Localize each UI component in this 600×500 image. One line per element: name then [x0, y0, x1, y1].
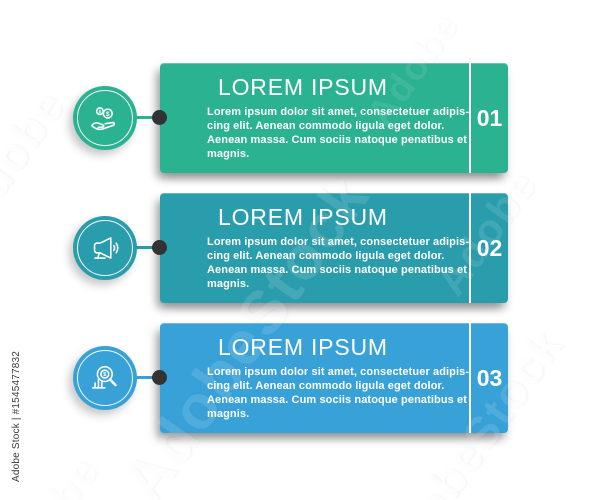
- stock-credit-text: Adobe Stock | #1545477832: [11, 350, 22, 482]
- connector-line: [136, 246, 164, 249]
- svg-text:$: $: [106, 111, 110, 118]
- divider-line: [469, 63, 471, 173]
- step-3-body: Lorem ipsum dolor sit amet, consectetuer…: [207, 365, 508, 421]
- body-line: Aenean massa. Cum sociis natoque penatib…: [207, 134, 468, 146]
- step-2-title: LOREM IPSUM: [218, 204, 388, 230]
- step-1-card: LOREM IPSUM Lorem ipsum dolor sit amet, …: [160, 63, 508, 173]
- step-3-icon-badge: $: [73, 346, 137, 410]
- body-line: Aenean massa. Cum sociis natoque penatib…: [207, 264, 468, 276]
- hand-coins-icon: $ $: [91, 107, 116, 131]
- search-analytics-icon: $: [91, 365, 117, 389]
- body-line: Lorem ipsum dolor sit amet, consectetuer…: [207, 366, 470, 378]
- svg-text:$: $: [103, 372, 107, 378]
- step-3-title: LOREM IPSUM: [218, 334, 388, 360]
- body-line: cing elit. Aenean commodo ligula eget do…: [207, 380, 445, 392]
- step-2-body: Lorem ipsum dolor sit amet, consectetuer…: [207, 235, 508, 291]
- step-3-card: LOREM IPSUM Lorem ipsum dolor sit amet, …: [160, 323, 508, 433]
- step-1-number: 01: [476, 104, 503, 131]
- step-1-icon-badge: $ $: [73, 86, 137, 150]
- badge-inner-ring: [77, 90, 133, 146]
- timeline-dot: [152, 240, 167, 255]
- body-line: magnis.: [207, 408, 250, 420]
- connector-line: [136, 116, 164, 119]
- step-1-body: Lorem ipsum dolor sit amet, consectetuer…: [207, 105, 508, 161]
- body-line: magnis.: [207, 278, 250, 290]
- step-3-number: 03: [476, 364, 503, 391]
- body-line: Lorem ipsum dolor sit amet, consectetuer…: [207, 106, 470, 118]
- step-2-card: LOREM IPSUM Lorem ipsum dolor sit amet, …: [160, 193, 508, 303]
- timeline-dot: [152, 370, 167, 385]
- megaphone-icon: [93, 237, 119, 259]
- body-line: Lorem ipsum dolor sit amet, consectetuer…: [207, 236, 470, 248]
- step-2-icon-badge: [73, 216, 137, 280]
- body-line: Aenean massa. Cum sociis natoque penatib…: [207, 394, 468, 406]
- step-1-title: LOREM IPSUM: [218, 74, 388, 100]
- divider-line: [469, 323, 471, 433]
- svg-text:$: $: [99, 109, 102, 115]
- timeline-dot: [152, 110, 167, 125]
- step-2-number: 02: [476, 234, 503, 261]
- body-line: magnis.: [207, 148, 250, 160]
- divider-line: [469, 193, 471, 303]
- body-line: cing elit. Aenean commodo ligula eget do…: [207, 250, 445, 262]
- badge-inner-ring: [77, 220, 133, 276]
- body-line: cing elit. Aenean commodo ligula eget do…: [207, 120, 445, 132]
- watermark-text: Adobe: [0, 80, 76, 236]
- badge-inner-ring: [77, 350, 133, 406]
- connector-line: [136, 376, 164, 379]
